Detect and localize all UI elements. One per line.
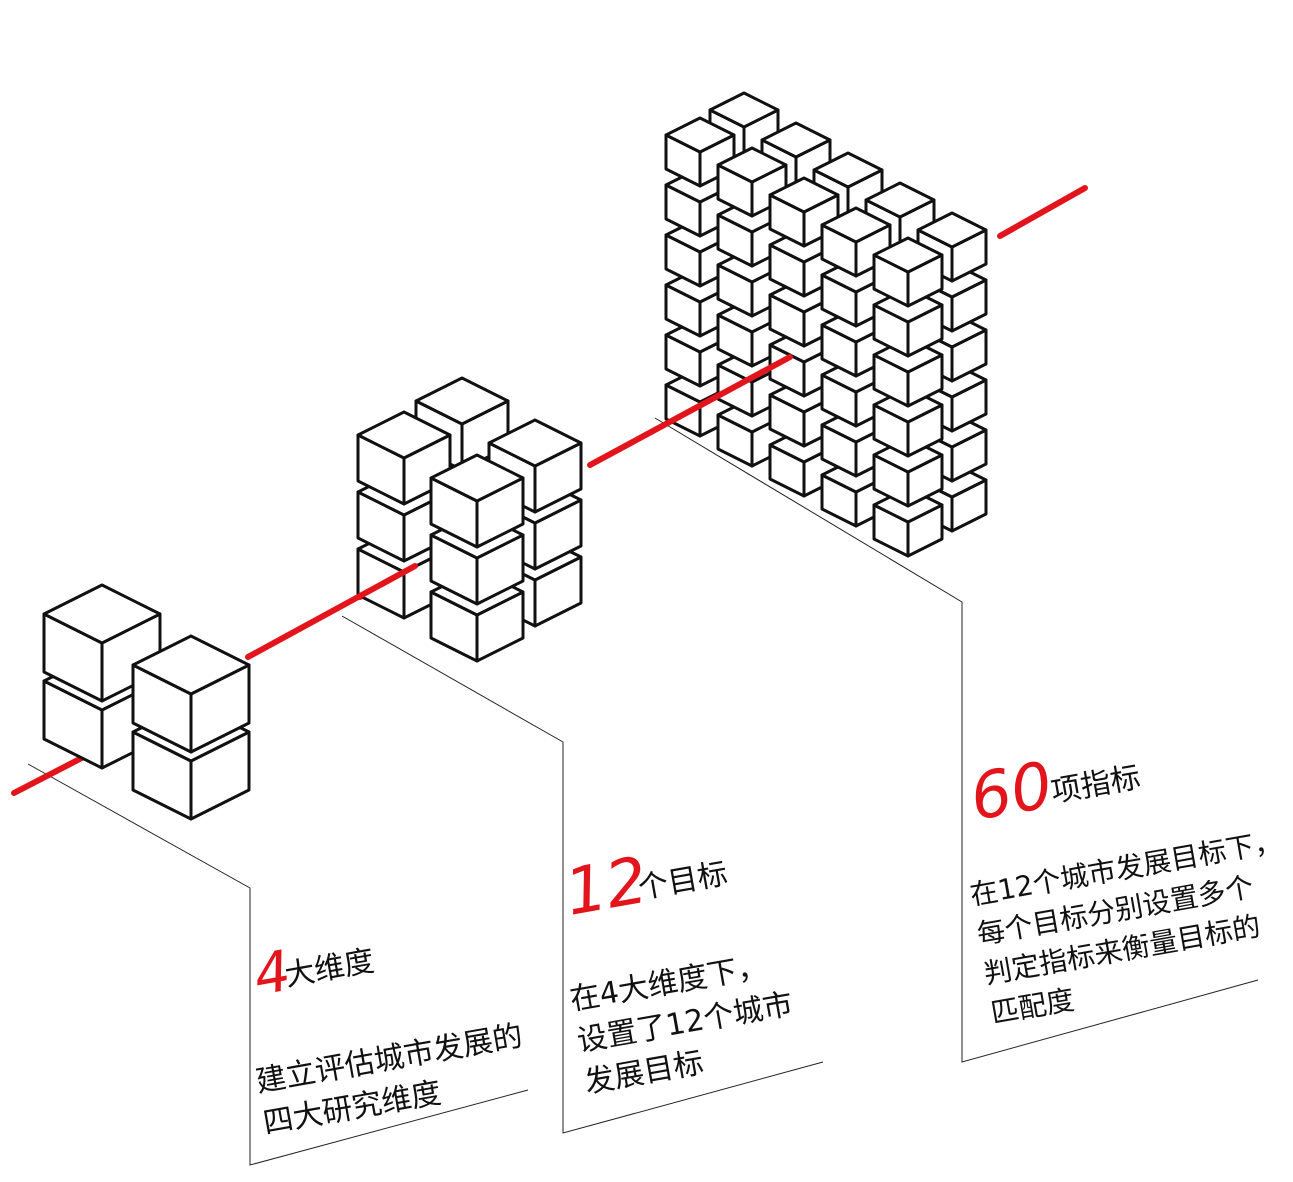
stage-title: 项指标 <box>1048 760 1143 810</box>
cube <box>820 206 892 278</box>
stage-4-description: 建立评估城市发展的 四大研究维度 <box>253 1019 525 1142</box>
axis-segment-1 <box>245 563 418 660</box>
stage-title: 个目标 <box>636 856 731 906</box>
stage-60-description: 在12个城市发展目标下， 每个目标分别设置多个 判定指标来衡量目标的 匹配度 <box>967 825 1284 1030</box>
stage-title: 大维度 <box>282 944 377 994</box>
cube-group-60 <box>664 91 988 558</box>
cube-group-4 <box>42 583 251 821</box>
cube <box>131 634 251 754</box>
cube-group-12 <box>356 376 583 663</box>
cube-groups <box>42 91 988 821</box>
panel-outline-60 <box>654 417 1259 1063</box>
panel-outline-4 <box>27 763 529 1166</box>
stage-number: 60 <box>965 749 1058 836</box>
cube <box>768 176 840 248</box>
stage-number: 12 <box>560 844 653 931</box>
stage-4-label: 4 大维度 <box>249 939 377 1009</box>
axis-line <box>245 185 1088 660</box>
panel-outlines <box>27 417 1259 1166</box>
axis-segment-3 <box>997 185 1088 239</box>
stage-12-label: 12 个目标 <box>560 844 731 931</box>
panel-outline-12 <box>341 615 824 1134</box>
stage-60-label: 60 项指标 <box>965 749 1143 836</box>
cube <box>429 453 525 549</box>
cube <box>872 236 944 308</box>
axis-segment-2 <box>587 354 793 468</box>
description-line: 匹配度 <box>988 983 1076 1030</box>
cube <box>664 116 736 188</box>
